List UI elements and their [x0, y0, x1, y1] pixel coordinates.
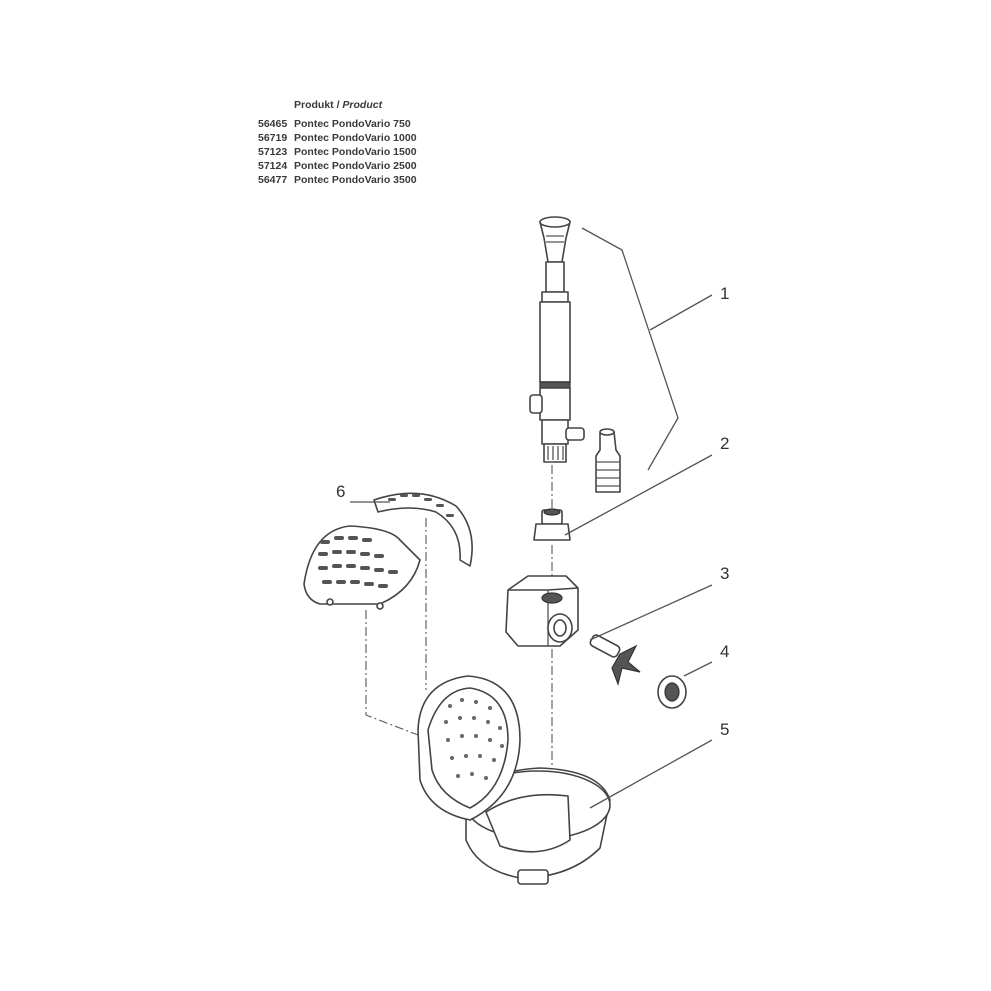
product-code: 57123 [258, 146, 288, 158]
product-code: 56465 [258, 118, 288, 130]
product-row: 56465 Pontec PondoVario 750 [258, 117, 417, 131]
heading-de: Produkt / [294, 99, 343, 111]
product-name: Pontec PondoVario 3500 [294, 174, 417, 186]
part-3-pump-body [505, 575, 579, 647]
product-code: 57124 [258, 160, 288, 172]
part-1-hose-adapter [595, 428, 621, 493]
leader-lines [350, 227, 713, 809]
product-name: Pontec PondoVario 750 [294, 118, 411, 130]
product-name: Pontec PondoVario 1500 [294, 146, 417, 158]
callout-3: 3 [720, 564, 729, 583]
product-row: 56477 Pontec PondoVario 3500 [258, 173, 417, 187]
part-5-filter-dome [417, 675, 521, 821]
callout-1: 1 [720, 284, 729, 303]
callout-labels: 1 2 3 4 5 6 [336, 284, 729, 739]
part-1-riser-pipe [529, 216, 585, 463]
cover-slots [318, 536, 398, 588]
product-row: 56719 Pontec PondoVario 1000 [258, 131, 417, 145]
callout-4: 4 [720, 642, 729, 661]
part-6-filter-cover-side [373, 492, 473, 567]
product-name: Pontec PondoVario 1000 [294, 132, 417, 144]
part-4-impeller [589, 634, 641, 687]
product-row: 57124 Pontec PondoVario 2500 [258, 159, 417, 173]
callout-5: 5 [720, 720, 729, 739]
part-4-seal-ring [657, 675, 687, 709]
callout-6: 6 [336, 482, 345, 501]
part-6-filter-cover-front [303, 525, 421, 610]
product-table-heading: Produkt / Product [258, 98, 417, 112]
product-code: 56719 [258, 132, 288, 144]
product-row: 57123 Pontec PondoVario 1500 [258, 145, 417, 159]
heading-en: Product [342, 99, 383, 111]
dome-perforations [444, 698, 504, 780]
callout-2: 2 [720, 434, 729, 453]
product-code: 56477 [258, 174, 288, 186]
product-name: Pontec PondoVario 2500 [294, 160, 417, 172]
part-2-connector-nut [533, 508, 571, 541]
